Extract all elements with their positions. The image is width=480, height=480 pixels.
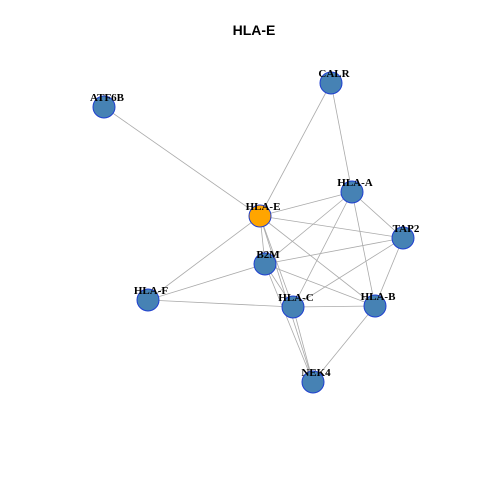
- node-nek4[interactable]: NEK4: [301, 367, 331, 394]
- node-circle-tap2[interactable]: [391, 226, 415, 250]
- edge-hla-c-nek4: [292, 306, 314, 383]
- node-hla-c[interactable]: HLA-C: [278, 292, 314, 319]
- node-circle-hla-c[interactable]: [281, 295, 305, 319]
- node-label-atf6b: ATF6B: [90, 92, 125, 104]
- node-hla-e[interactable]: HLA-E: [246, 201, 281, 228]
- edge-tap2-hla-c: [292, 237, 404, 308]
- edge-calr-hla-e: [259, 82, 332, 217]
- node-label-hla-a: HLA-A: [337, 177, 373, 189]
- node-circle-hla-e[interactable]: [248, 204, 272, 228]
- edge-hla-f-hla-c: [147, 299, 294, 308]
- node-label-hla-b: HLA-B: [361, 291, 397, 303]
- node-circle-atf6b[interactable]: [92, 95, 116, 119]
- edge-hla-e-tap2: [259, 215, 404, 239]
- edge-b2m-hla-b: [264, 263, 376, 307]
- node-circle-calr[interactable]: [319, 71, 343, 95]
- edge-hla-c-hla-b: [292, 305, 376, 308]
- node-label-calr: CALR: [318, 68, 350, 80]
- edge-hla-e-hla-b: [259, 215, 376, 307]
- node-label-b2m: B2M: [256, 249, 280, 261]
- node-hla-b[interactable]: HLA-B: [361, 291, 397, 318]
- edge-hla-b-nek4: [312, 305, 376, 383]
- node-label-tap2: TAP2: [393, 223, 420, 235]
- edge-b2m-hla-f: [147, 263, 266, 301]
- node-circle-hla-b[interactable]: [363, 294, 387, 318]
- node-circle-nek4[interactable]: [301, 370, 325, 394]
- node-label-hla-c: HLA-C: [278, 292, 314, 304]
- node-atf6b[interactable]: ATF6B: [90, 92, 125, 119]
- edge-hla-a-hla-c: [292, 191, 353, 308]
- edge-hla-e-hla-f: [147, 215, 261, 301]
- edge-tap2-hla-b: [374, 237, 404, 307]
- node-label-nek4: NEK4: [301, 367, 331, 379]
- edge-calr-hla-a: [330, 82, 353, 193]
- node-tap2[interactable]: TAP2: [391, 223, 420, 250]
- node-calr[interactable]: CALR: [318, 68, 351, 95]
- node-hla-f[interactable]: HLA-F: [134, 285, 169, 312]
- node-circle-hla-f[interactable]: [136, 288, 160, 312]
- edge-atf6b-hla-e: [103, 106, 261, 217]
- edge-tap2-b2m: [264, 237, 404, 265]
- edge-b2m-nek4: [264, 263, 314, 383]
- node-circle-hla-a[interactable]: [340, 180, 364, 204]
- edge-hla-a-hla-b: [351, 191, 376, 307]
- node-hla-a[interactable]: HLA-A: [337, 177, 373, 204]
- node-b2m[interactable]: B2M: [253, 249, 280, 276]
- node-circle-b2m[interactable]: [253, 252, 277, 276]
- diagram-title: HLA-E: [233, 22, 276, 38]
- edge-hla-e-hla-a: [259, 191, 353, 217]
- edge-hla-a-b2m: [264, 191, 353, 265]
- node-label-hla-f: HLA-F: [134, 285, 169, 297]
- edges-layer: [103, 82, 404, 383]
- node-label-hla-e: HLA-E: [246, 201, 281, 213]
